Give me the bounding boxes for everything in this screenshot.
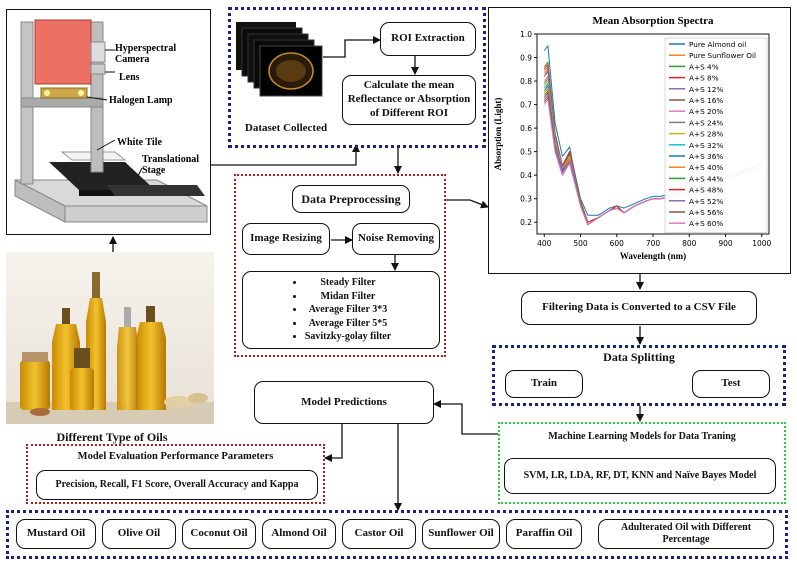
class-paraffin-oil: Paraffin Oil (506, 519, 582, 549)
legend-entry: A+S 28% (689, 130, 723, 139)
x-tick-label: 400 (537, 239, 552, 248)
ml-title: Machine Learning Models for Data Traning (548, 431, 736, 442)
preprocessing-title-box: Data Preprocessing (292, 185, 410, 213)
legend-entry: A+S 36% (689, 152, 723, 161)
class-mustard-oil: Mustard Oil (16, 519, 96, 549)
class-sunflower-oil: Sunflower Oil (422, 519, 500, 549)
splitting-group (492, 345, 786, 406)
roi-extraction-box: ROI Extraction (380, 22, 476, 56)
y-tick-label: 0.4 (520, 171, 532, 180)
spectra-chart: Mean Absorption Spectra 400 500 600 700 800 90… (493, 15, 772, 261)
ml-models-box: SVM, LR, LDA, RF, DT, KNN and Naïve Baye… (504, 458, 776, 494)
evaluation-group (26, 444, 325, 504)
legend-entry: A+S 4% (689, 62, 719, 71)
filters-box: Steady Filter Midan Filter Average Filte… (242, 271, 440, 349)
legend-box (664, 37, 768, 233)
filter-item: Savitzky-golay filter (305, 330, 391, 344)
arrow-preprocessing-to-chart (446, 199, 489, 209)
roi-mean-box: Calculate the mean Reflectance or Absorp… (342, 75, 476, 125)
model-predictions-box: Model Predictions (254, 381, 434, 424)
hyperspectral-rig-illustration (14, 19, 208, 223)
y-tick-label: 0.3 (520, 195, 532, 204)
x-tick-label: 600 (610, 239, 625, 248)
y-tick-label: 0.8 (520, 77, 532, 86)
arrow-ml-to-predictions (433, 400, 498, 435)
csv-conversion-box: Filtering Data is Converted to a CSV Fil… (521, 291, 757, 325)
arrow-rig-to-dataset (210, 144, 360, 166)
legend-entry: A+S 8% (689, 74, 719, 83)
class-olive-oil: Olive Oil (102, 519, 176, 549)
legend-entry: A+S 60% (689, 219, 723, 228)
legend-entry: A+S 40% (689, 163, 723, 172)
legend-entry: A+S 24% (689, 118, 723, 127)
splitting-title: Data Splitting (603, 350, 675, 364)
legend-entry: Pure Almond oil (689, 40, 746, 49)
white-tile-label: White Tile (117, 137, 162, 148)
legend-entry: A+S 44% (689, 174, 723, 183)
legend-entry: A+S 16% (689, 96, 723, 105)
x-tick-label: 500 (573, 239, 588, 248)
dataset-group (228, 7, 486, 148)
test-box: Test (692, 370, 770, 398)
spectra-chart-panel: Mean Absorption Spectra 400 500 600 700 800 90… (488, 7, 791, 274)
y-tick-label: 0.9 (520, 54, 532, 63)
y-tick-label: 0.6 (520, 124, 532, 133)
oils-photo-caption: Different Type of Oils (56, 430, 168, 444)
filter-item: Steady Filter (305, 276, 391, 290)
dataset-image-stack (236, 22, 323, 97)
oil-bottles-illustration (6, 252, 214, 424)
class-castor-oil: Castor Oil (342, 519, 416, 549)
dataset-caption: Dataset Collected (244, 122, 328, 134)
ml-group (498, 422, 786, 504)
y-tick-label: 0.2 (520, 218, 532, 227)
x-tick-label: 900 (718, 239, 733, 248)
oil-classes-group (6, 510, 788, 559)
evaluation-title: Model Evaluation Performance Parameters (77, 451, 274, 462)
lens-label: Lens (119, 72, 140, 83)
evaluation-metrics-box: Precision, Recall, F1 Score, Overall Acc… (36, 470, 318, 500)
y-tick-label: 0.5 (520, 148, 532, 157)
image-resizing-box: Image Resizing (242, 223, 330, 255)
y-axis-label: Absorption (Light) (493, 98, 503, 171)
class-coconut-oil: Coconut Oil (182, 519, 256, 549)
legend-entry: A+S 32% (689, 141, 723, 150)
legend-entry: Pure Sunflower Oil (689, 51, 756, 60)
lamp-label: Halogen Lamp (109, 95, 173, 106)
legend-entry: A+S 20% (689, 107, 723, 116)
x-axis-label: Wavelength (nm) (620, 251, 686, 261)
noise-removing-box: Noise Removing (352, 223, 440, 255)
legend-entry: A+S 12% (689, 85, 723, 94)
legend-entry: A+S 56% (689, 208, 723, 217)
y-tick-label: 0.7 (520, 101, 532, 110)
class-almond-oil: Almond Oil (262, 519, 336, 549)
x-tick-label: 700 (646, 239, 661, 248)
filter-item: Midan Filter (305, 290, 391, 304)
filter-item: Average Filter 3*3 (305, 303, 391, 317)
filters-list: Steady Filter Midan Filter Average Filte… (291, 276, 391, 344)
oils-photo (6, 252, 214, 424)
legend-entry: A+S 52% (689, 197, 723, 206)
preprocessing-group (234, 174, 446, 357)
x-tick-label: 800 (682, 239, 697, 248)
y-tick-label: 1.0 (520, 30, 532, 39)
train-box: Train (505, 370, 583, 398)
class-adulterated-oil: Adulterated Oil with Different Percentag… (598, 519, 774, 549)
filter-item: Average Filter 5*5 (305, 317, 391, 331)
chart-title: Mean Absorption Spectra (593, 15, 715, 27)
x-tick-label: 1000 (752, 239, 771, 248)
legend-entry: A+S 48% (689, 186, 723, 195)
arrow-dataset-to-roi (323, 36, 381, 58)
arrow-predictions-to-evaluation (324, 424, 343, 462)
